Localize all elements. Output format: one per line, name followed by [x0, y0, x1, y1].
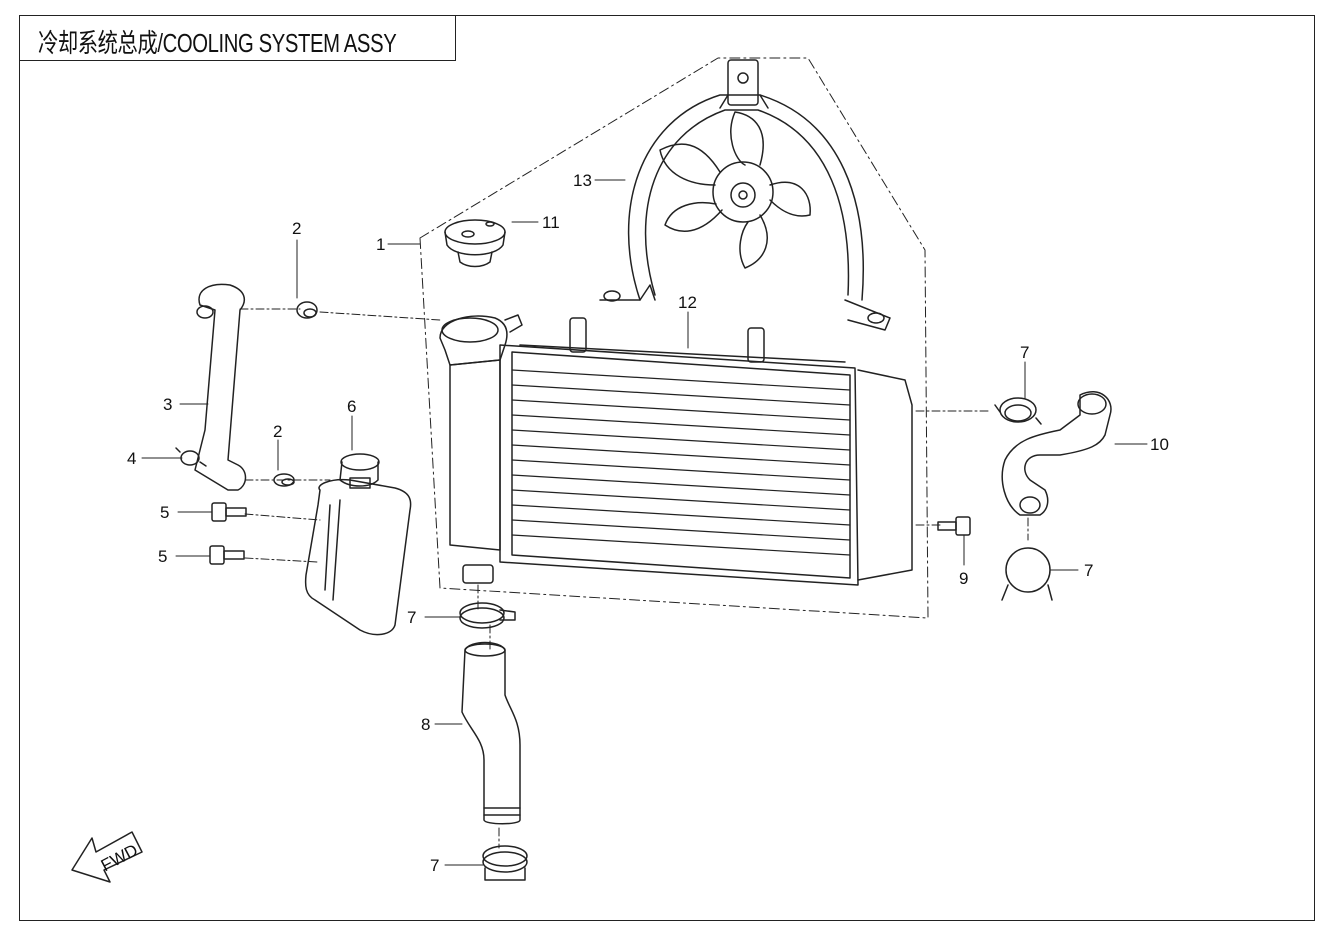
leader-lines [141, 179, 1148, 866]
drawing-frame [19, 15, 1315, 921]
bolt-upper [211, 502, 247, 522]
callout-2-upper: 2 [292, 219, 301, 238]
callout-3: 3 [163, 395, 172, 414]
alignment-lines [239, 308, 1029, 849]
callout-13: 13 [573, 171, 592, 190]
callout-9: 9 [959, 569, 968, 588]
fan-shroud-assembly [599, 59, 891, 331]
bolt-right [937, 516, 971, 536]
hose-clip-lower [273, 473, 295, 487]
radiator-hose-lower [461, 641, 521, 825]
callout-10: 10 [1150, 435, 1169, 454]
page-title: 冷却系统总成/COOLING SYSTEM ASSY [38, 28, 397, 58]
callout-7-left: 7 [407, 608, 416, 627]
fan-blades [659, 111, 811, 269]
title-box: 冷却系统总成/COOLING SYSTEM ASSY [19, 15, 456, 61]
hose-clamp-bottom [482, 845, 528, 881]
radiator-hose-right [1001, 391, 1112, 516]
radiator [439, 314, 913, 586]
forward-arrow-label: FWD [98, 840, 141, 875]
radiator-cap [444, 219, 506, 268]
callout-11: 11 [542, 213, 560, 232]
hose-clip-upper [296, 301, 318, 319]
callout-5-upper: 5 [160, 503, 169, 522]
reservoir-tank [304, 453, 412, 636]
hose-clamp-right-lower [1001, 547, 1053, 601]
callouts: 1 2 3 4 2 6 5 5 11 13 12 7 10 7 9 7 8 7 [127, 171, 1169, 875]
callout-7-bottom: 7 [430, 856, 439, 875]
hose-clamp-lower-left [459, 602, 516, 629]
callout-6: 6 [347, 397, 356, 416]
forward-arrow [71, 831, 143, 883]
callout-7-right-lower: 7 [1084, 561, 1093, 580]
callout-2-lower: 2 [273, 422, 282, 441]
callout-4: 4 [127, 449, 136, 468]
overflow-hose [194, 283, 247, 491]
callout-7-right-upper: 7 [1020, 343, 1029, 362]
callout-5-lower: 5 [158, 547, 167, 566]
bolt-lower [209, 545, 245, 565]
callout-12: 12 [678, 293, 697, 312]
hose-clamp-right-upper [994, 397, 1042, 425]
assembly-boundary [419, 57, 929, 619]
callout-1: 1 [376, 235, 385, 254]
small-clamp [175, 447, 207, 467]
callout-8: 8 [421, 715, 430, 734]
radiator-fins [511, 369, 851, 556]
